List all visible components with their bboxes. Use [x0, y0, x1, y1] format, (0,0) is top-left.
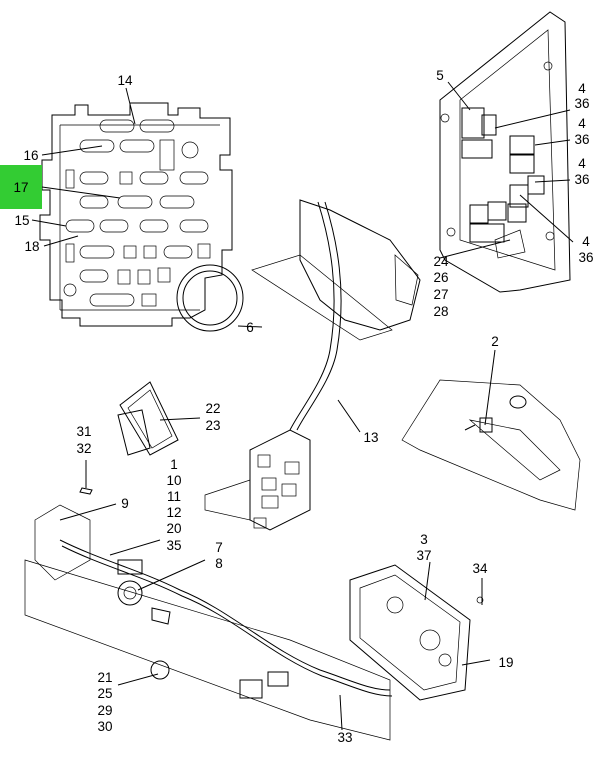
callout-28: 28 [433, 304, 448, 319]
callout-18: 18 [24, 239, 39, 254]
leader-lines [31, 81, 574, 731]
callout-25: 25 [97, 686, 112, 701]
callout-11: 11 [167, 489, 181, 504]
callout-1: 1 [170, 457, 178, 472]
callout-30: 30 [97, 719, 112, 734]
callout-4d: 4 [582, 234, 590, 249]
callout-23: 23 [205, 418, 220, 433]
callout-22: 22 [205, 401, 220, 416]
callout-37: 37 [416, 548, 431, 563]
callout-4b: 4 [578, 116, 586, 131]
callout-32: 32 [76, 441, 91, 456]
floor-switch-area [401, 379, 581, 511]
callout-31: 31 [76, 424, 91, 439]
screw [79, 487, 93, 495]
callout-29: 29 [97, 703, 112, 718]
callout-12: 12 [166, 505, 181, 520]
dash-panel [251, 199, 421, 431]
callout-labels: 14 16 17 15 18 6 5 4 36 4 36 4 36 4 36 2… [13, 68, 593, 745]
gasket-cover [117, 381, 179, 456]
callout-8: 8 [215, 556, 223, 571]
callout-17: 17 [13, 180, 28, 195]
callout-19: 19 [498, 655, 513, 670]
callout-2: 2 [491, 334, 499, 349]
module-block [204, 429, 311, 531]
callout-36d: 36 [578, 250, 593, 265]
callout-14: 14 [117, 73, 133, 88]
callout-10: 10 [166, 473, 181, 488]
callout-6: 6 [246, 320, 254, 335]
callout-4a: 4 [578, 81, 586, 96]
grommet [176, 264, 244, 332]
highlight-box [0, 165, 42, 209]
callout-4c: 4 [578, 156, 586, 171]
callout-27: 27 [433, 287, 448, 302]
callout-26: 26 [433, 270, 448, 285]
callout-36b: 36 [574, 132, 589, 147]
callout-9: 9 [121, 496, 129, 511]
fuse-panel [39, 102, 233, 327]
relay-bracket [439, 11, 571, 293]
callout-36a: 36 [574, 96, 589, 111]
callout-20: 20 [166, 521, 181, 536]
callout-33: 33 [337, 730, 352, 745]
callout-34: 34 [472, 561, 488, 576]
callout-16: 16 [23, 148, 38, 163]
callout-3: 3 [420, 532, 428, 547]
callout-36c: 36 [574, 172, 589, 187]
callout-13: 13 [363, 430, 378, 445]
instrument-cluster [349, 564, 484, 701]
lower-harness-assembly [24, 504, 393, 741]
callout-7: 7 [215, 540, 223, 555]
callout-35: 35 [166, 538, 181, 553]
callout-21: 21 [97, 670, 112, 685]
callout-5: 5 [436, 68, 444, 83]
callout-24: 24 [433, 254, 449, 269]
callout-15: 15 [14, 213, 29, 228]
